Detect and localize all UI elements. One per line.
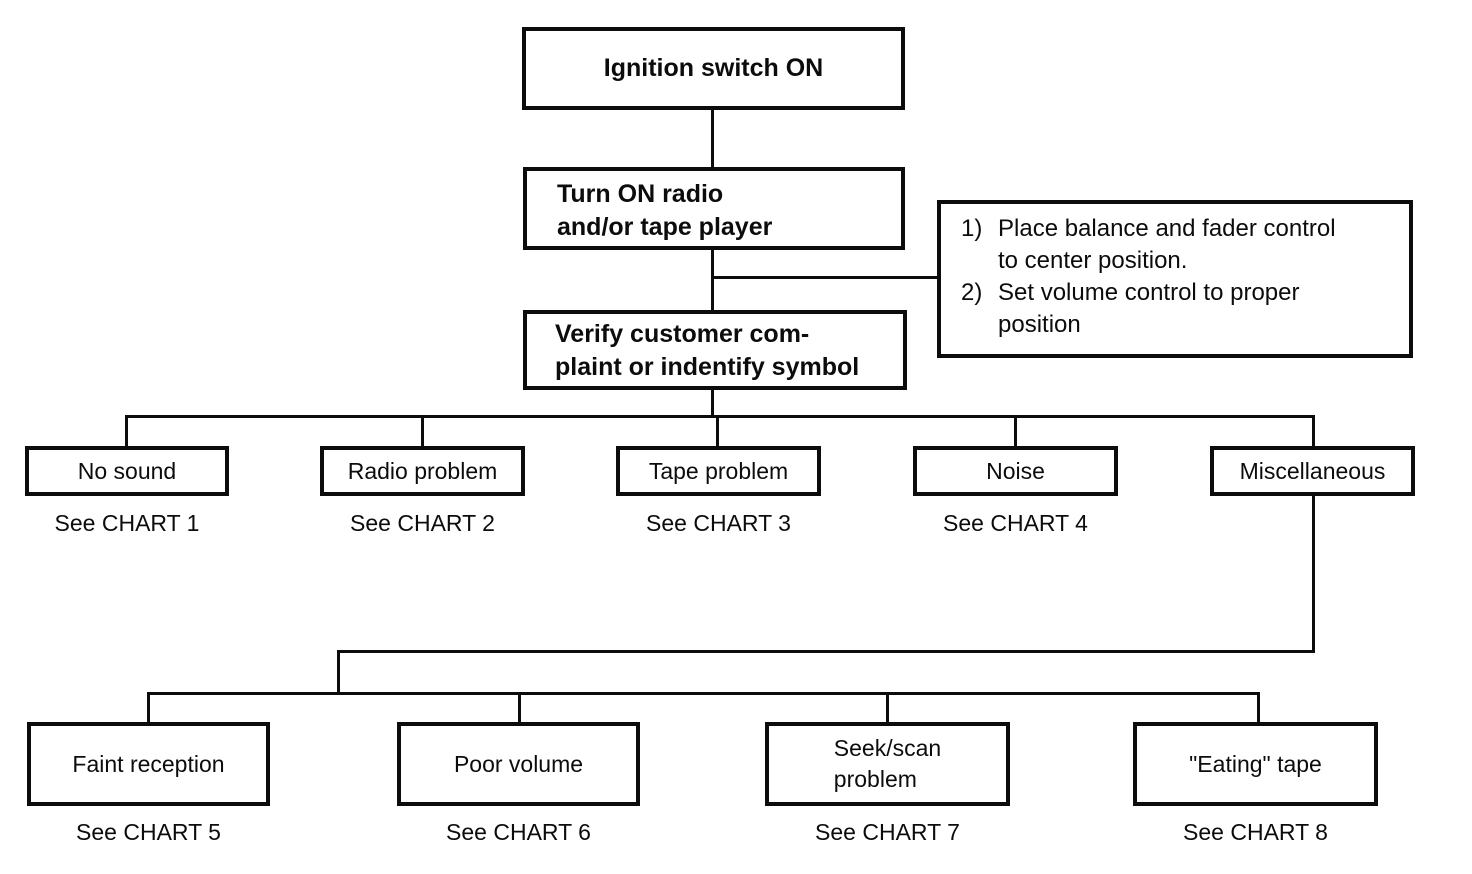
note-adjustments: 1) Place balance and fader control to ce… [937,200,1413,358]
chart-ref-6: See CHART 6 [446,819,591,845]
node-verify-complaint: Verify customer com- plaint or indentify… [523,310,907,390]
branch-rail-level2-upper [337,650,1315,653]
node-label: Poor volume [453,750,584,777]
chart-ref-8: See CHART 8 [1183,819,1328,845]
connector-verify-to-branch [711,390,714,417]
drop-miscellaneous [1312,415,1315,446]
chart-ref-1: See CHART 1 [54,510,200,536]
node-label: Tape problem [648,457,789,484]
chart-ref-4: See CHART 4 [943,510,1088,536]
note-item-text: Set volume control to proper position [998,279,1300,338]
drop-poor-volume [518,692,521,723]
drop-tape-problem [716,415,719,446]
node-no-sound: No sound [25,446,229,496]
note-item-number: 2) [961,279,983,306]
node-eating-tape: "Eating" tape [1133,722,1378,806]
drop-noise [1014,415,1017,446]
drop-eating-tape [1257,692,1260,723]
drop-radio-problem [421,415,424,446]
note-item-text: Place balance and fader control to cente… [998,215,1336,274]
chart-ref-2: See CHART 2 [350,510,495,536]
node-ignition-switch: Ignition switch ON [522,27,905,110]
node-noise: Noise [913,446,1118,496]
connector-level2-step [337,650,340,695]
node-label: Faint reception [72,750,225,777]
node-label: No sound [77,457,177,484]
node-label: Noise [986,457,1045,484]
drop-seek-scan [886,692,889,723]
chart-ref-7: See CHART 7 [815,819,960,845]
node-faint-reception: Faint reception [27,722,270,806]
node-turn-on-radio: Turn ON radio and/or tape player [523,167,905,250]
connector-turnon-to-verify [711,250,714,310]
drop-faint-reception [147,692,150,723]
drop-no-sound [125,415,128,446]
branch-rail-level1 [125,415,1315,418]
node-radio-problem: Radio problem [320,446,525,496]
note-item: 1) Place balance and fader control to ce… [961,213,1399,277]
node-miscellaneous: Miscellaneous [1210,446,1415,496]
connector-to-note [711,276,937,279]
note-item: 2) Set volume control to proper position [961,277,1399,341]
node-tape-problem: Tape problem [616,446,821,496]
node-label: Seek/scan problem [833,735,942,792]
node-seek-scan-problem: Seek/scan problem [765,722,1010,806]
node-label: "Eating" tape [1189,750,1322,777]
node-label: Ignition switch ON [603,54,824,82]
node-label: Miscellaneous [1239,457,1386,484]
node-label: Radio problem [347,457,498,484]
connector-misc-down [1312,496,1315,653]
branch-rail-level2-lower [147,692,1260,695]
connector-ignition-to-turnon [711,110,714,167]
node-poor-volume: Poor volume [397,722,640,806]
chart-ref-5: See CHART 5 [76,819,221,845]
note-item-number: 1) [961,215,983,242]
chart-ref-3: See CHART 3 [646,510,791,536]
